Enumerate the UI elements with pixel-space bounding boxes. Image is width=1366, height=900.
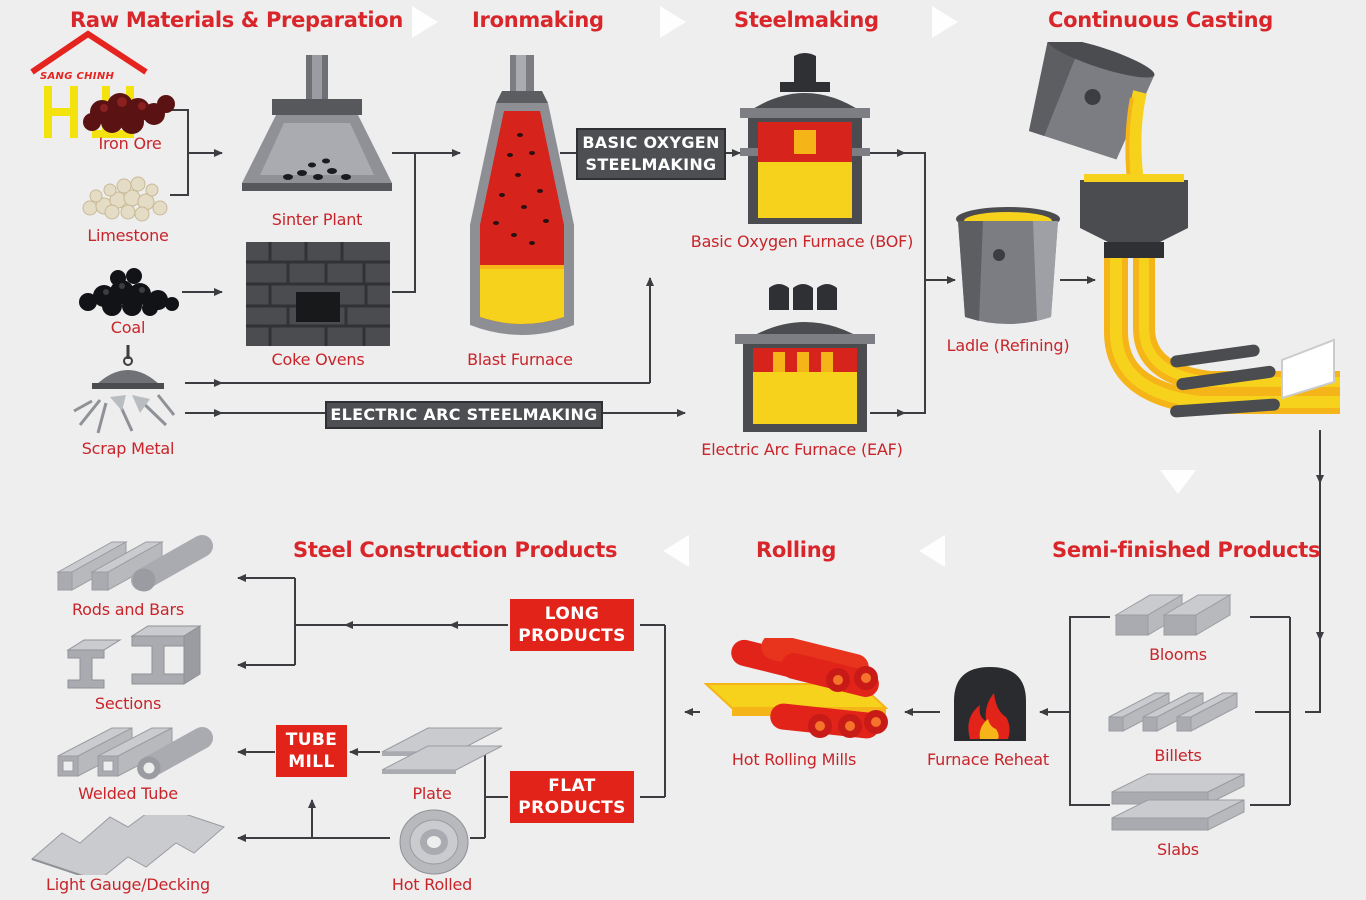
stage-title-rolling: Rolling	[756, 538, 837, 562]
rods-and-bars-icon	[56, 535, 213, 592]
label-welded-tube: Welded Tube	[78, 784, 178, 803]
furnace-reheat-icon	[954, 667, 1026, 741]
sections-icon	[66, 625, 202, 689]
tag-electric-arc-steelmaking: ELECTRIC ARC STEELMAKING	[325, 401, 603, 429]
blast-furnace-icon	[470, 55, 574, 335]
label-coke-ovens: Coke Ovens	[271, 350, 365, 369]
billets-icon	[1108, 692, 1238, 732]
stage-title-continuous-casting: Continuous Casting	[1048, 8, 1274, 32]
label-hot-rolling-mills: Hot Rolling Mills	[731, 750, 857, 769]
plate-icon	[381, 727, 503, 774]
label-coal: Coal	[110, 318, 146, 337]
label-sinter-plant: Sinter Plant	[271, 210, 363, 229]
welded-tube-icon	[57, 727, 213, 780]
label-eaf: Electric Arc Furnace (EAF)	[701, 440, 903, 459]
iron-ore-icon	[83, 93, 175, 134]
chevron-right-icon	[412, 6, 438, 38]
stage-title-ironmaking: Ironmaking	[472, 8, 604, 32]
tag-basic-oxygen-steelmaking: BASIC OXYGEN STEELMAKING	[576, 128, 726, 180]
box-long-products: LONG PRODUCTS	[510, 599, 634, 651]
limestone-icon	[82, 176, 168, 222]
label-furnace-reheat: Furnace Reheat	[927, 750, 1049, 769]
box-flat-products: FLAT PRODUCTS	[510, 771, 634, 823]
label-iron-ore: Iron Ore	[98, 134, 162, 153]
chevron-right-icon	[660, 6, 686, 38]
stage-title-steelmaking: Steelmaking	[734, 8, 879, 32]
label-blast-furnace: Blast Furnace	[467, 350, 573, 369]
chevron-down-icon	[1160, 470, 1196, 494]
stage-title-construction-products: Steel Construction Products	[293, 538, 618, 562]
blooms-icon	[1114, 594, 1232, 636]
hot-rolling-mills-icon	[703, 638, 889, 739]
tag-bos-text: BASIC OXYGEN STEELMAKING	[582, 133, 720, 174]
stage-title-semi-finished: Semi-finished Products	[1052, 538, 1321, 562]
label-limestone: Limestone	[87, 226, 169, 245]
label-scrap-metal: Scrap Metal	[81, 439, 175, 458]
ladle-icon	[956, 207, 1060, 324]
hot-rolled-coil-icon	[399, 809, 469, 875]
coke-ovens-icon	[246, 242, 390, 346]
label-blooms: Blooms	[1149, 645, 1207, 664]
label-sections: Sections	[94, 694, 162, 713]
label-billets: Billets	[1154, 746, 1202, 765]
chevron-right-icon	[932, 6, 958, 38]
label-plate: Plate	[412, 784, 452, 803]
coal-icon	[79, 268, 179, 316]
box-tube-mill: TUBE MILL	[276, 725, 347, 777]
label-ladle: Ladle (Refining)	[946, 336, 1070, 355]
stage-title-raw-materials: Raw Materials & Preparation	[70, 8, 403, 32]
scrap-metal-icon	[73, 345, 176, 434]
label-slabs: Slabs	[1157, 840, 1199, 859]
slabs-icon	[1111, 773, 1245, 831]
flat-products-text: FLAT PRODUCTS	[518, 776, 626, 818]
sinter-plant-icon	[242, 55, 392, 191]
light-gauge-decking-icon	[31, 815, 225, 875]
bof-furnace-icon	[740, 53, 870, 224]
label-light-gauge-decking: Light Gauge/Decking	[46, 875, 210, 894]
label-bof: Basic Oxygen Furnace (BOF)	[690, 232, 914, 251]
long-products-text: LONG PRODUCTS	[518, 604, 626, 646]
chevron-left-icon	[663, 535, 689, 567]
tube-mill-text: TUBE MILL	[285, 730, 338, 772]
eaf-furnace-icon	[735, 284, 875, 432]
chevron-left-icon	[919, 535, 945, 567]
label-rods-and-bars: Rods and Bars	[71, 600, 185, 619]
logo-text: SANG CHINH	[40, 71, 115, 82]
continuous-caster-icon	[1028, 42, 1340, 418]
label-hot-rolled: Hot Rolled	[391, 875, 473, 894]
